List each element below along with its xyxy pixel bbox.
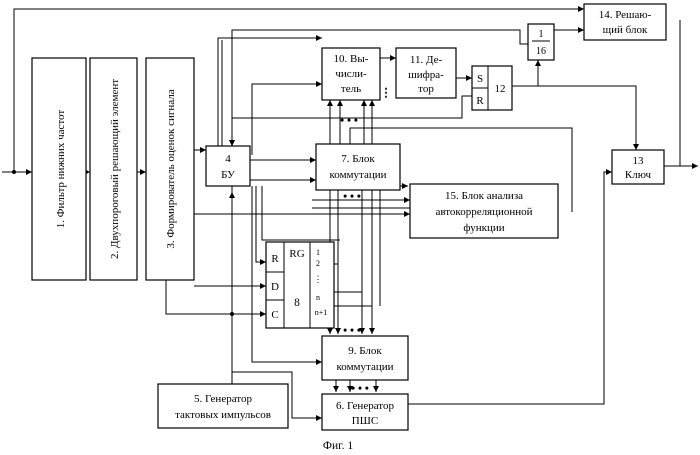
register-out-n: n — [316, 293, 320, 302]
block-lowpass-filter: 1. Фильтр нижних частот — [32, 58, 86, 280]
block-calculator: 10. Вы- числи- тель — [322, 48, 380, 100]
block-two-threshold: 2. Двухпороговый решающий элемент — [90, 58, 137, 280]
block-switch-7: 7. Блок коммутации — [316, 144, 400, 190]
block-9-line1: 9. Блок — [348, 345, 382, 357]
register-number: 8 — [294, 297, 300, 309]
block-trigger-12: S R 12 — [472, 66, 512, 110]
block-7-line1: 7. Блок — [341, 153, 375, 165]
block-clock-generator: 5. Генератор тактовых импульсов — [158, 384, 288, 428]
block-11-line2: шифра- — [408, 69, 444, 81]
register-rg: RG — [289, 248, 304, 260]
block-key-13: 13 Ключ — [612, 150, 664, 184]
block-14-line2: щий блок — [603, 24, 648, 36]
register-out-n1: n+1 — [315, 308, 328, 317]
block-4-label: БУ — [221, 169, 235, 181]
node-clock — [230, 312, 234, 316]
block-10-line1: 10. Вы- — [334, 53, 369, 65]
block-15-line2: автокорреляционной — [435, 206, 532, 218]
dots-7-out: • • • — [343, 191, 361, 203]
block-signal-estimator: 3. Формирователь оценок сигнала — [146, 58, 194, 280]
dots-7-10: • • • — [340, 115, 358, 127]
block-13-label: Ключ — [625, 169, 652, 181]
register-input-r: R — [271, 253, 279, 265]
block-decoder: 11. Де- шифра- тор — [396, 48, 456, 98]
block-7-line2: коммутации — [330, 169, 387, 181]
register-out-1: 1 — [316, 248, 320, 257]
block-6-line2: ПШС — [352, 415, 378, 427]
dots-9-in: • • • — [343, 325, 361, 337]
block-autocorrelation-15: 15. Блок анализа автокорреляционной функ… — [410, 184, 558, 238]
block-control-unit: 4 БУ — [206, 146, 250, 186]
line-4-bus — [262, 186, 340, 240]
block-2-label: 2. Двухпороговый решающий элемент — [109, 79, 121, 259]
block-15-line3: функции — [463, 222, 504, 234]
register-input-c: C — [271, 309, 278, 321]
figure-caption: Фиг. 1 — [323, 440, 353, 452]
trigger-r: R — [476, 95, 484, 107]
block-divider-16: 1 16 — [528, 24, 554, 60]
line-12-to-16 — [512, 60, 538, 86]
trigger-s: S — [477, 73, 483, 85]
block-4-number: 4 — [225, 153, 231, 165]
block-1-label: 1. Фильтр нижних частот — [55, 110, 67, 229]
block-register-8: R D C RG 8 1 2 ⋮ n n+1 — [266, 242, 334, 328]
block-10-line2: числи- — [335, 68, 367, 80]
block-6-line1: 6. Генератор — [336, 400, 394, 412]
block-decision-14: 14. Решаю- щий блок — [584, 4, 666, 40]
block-15-line1: 15. Блок анализа — [445, 190, 523, 202]
block-11-line1: 11. Де- — [410, 54, 443, 66]
block-pn-generator: 6. Генератор ПШС — [322, 394, 408, 430]
divider-bottom: 16 — [536, 46, 546, 57]
line-4-to-10-a — [218, 38, 322, 148]
block-5-line2: тактовых импульсов — [175, 409, 271, 421]
block-11-line3: тор — [418, 83, 434, 95]
block-13-number: 13 — [633, 155, 645, 167]
line-4-to-10-b — [252, 84, 322, 155]
line-4-to-8-r — [256, 186, 266, 262]
register-out-dots: ⋮ — [314, 274, 323, 284]
line-12-to-13 — [512, 86, 636, 150]
divider-top: 1 — [539, 29, 544, 40]
block-9-line2: коммутации — [337, 361, 394, 373]
register-input-d: D — [271, 281, 279, 293]
register-out-2: 2 — [316, 259, 320, 268]
dots-10-11: ⋮ — [380, 86, 392, 99]
line-clock-to-8 — [166, 280, 266, 314]
block-14-line1: 14. Решаю- — [599, 9, 652, 21]
block-10-line3: тель — [341, 83, 361, 95]
block-switch-9: 9. Блок коммутации — [322, 336, 408, 380]
dots-9-out: • • • — [351, 383, 369, 395]
block-5-line1: 5. Генератор — [194, 393, 252, 405]
block-3-label: 3. Формирователь оценок сигнала — [165, 89, 177, 248]
trigger-number: 12 — [495, 83, 506, 95]
